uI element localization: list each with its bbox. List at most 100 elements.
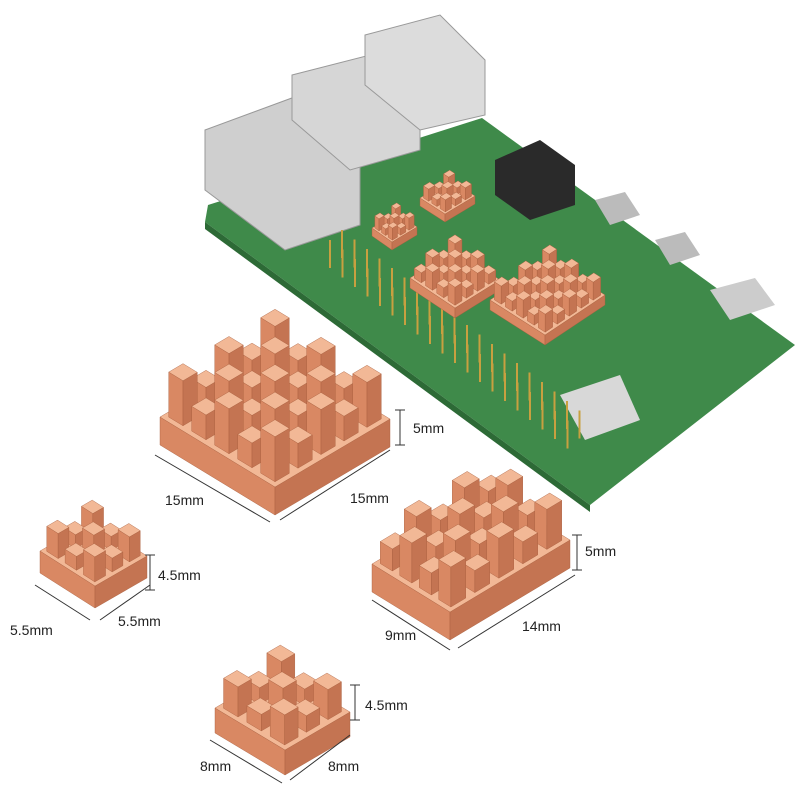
board-heatsink-2-fin-top [539, 289, 554, 300]
board-heatsink-3-fin-top [374, 212, 385, 220]
heatsink-15x15-fin-left [260, 427, 276, 483]
heatsink-9x14-fin-top [447, 497, 476, 515]
board-heatsink-2-fin-top [540, 274, 555, 285]
heatsink-9x14 [371, 468, 571, 641]
heatsink-15x15-fin-top [260, 336, 290, 355]
heatsink-15x15-fin-top [214, 363, 244, 382]
board-heatsink-2-fin-top [518, 260, 533, 271]
heatsink-9x14-fin-left [438, 559, 452, 608]
gpio-header [329, 230, 581, 449]
board-heatsink-1-fin-top [425, 263, 440, 273]
board-heatsink-2-fin-top [563, 273, 578, 284]
audio-jack [495, 140, 575, 220]
heatsink-5.5x5.5 [39, 499, 148, 609]
heatsink-15x15-fin-top [214, 391, 244, 409]
heatsink-9x14-fin-top [462, 553, 491, 571]
board-heatsink-2-fin-top [538, 304, 553, 315]
heatsink-15x15-fin-top [214, 336, 244, 354]
heatsink-15x15-fin-right [366, 373, 382, 428]
board-heatsink-2-fin-top [586, 272, 601, 283]
board-heatsink-4-fin-top [443, 169, 456, 178]
rect-width-label: 14mm [522, 618, 561, 634]
dimension-line [289, 734, 351, 781]
heatsink-5.5x5.5-fin-top [83, 543, 106, 558]
board-heatsink-3 [371, 202, 418, 251]
heatsink-9x14-fin-top [399, 526, 428, 544]
board-heatsink-2 [489, 244, 606, 346]
board-heatsink-2-fin-top [562, 288, 577, 299]
board-heatsink-3-fin-top [404, 211, 415, 219]
large-depth-label: 15mm [165, 492, 204, 508]
usb-c-port [710, 278, 775, 320]
board-heatsink-1-fin-top [470, 264, 485, 274]
rect-depth-label: 9mm [385, 627, 417, 643]
board-heatsink-4 [419, 169, 476, 223]
heatsink-5.5x5.5-fin-top [82, 521, 105, 536]
board-heatsink-3-fin-top [389, 212, 400, 219]
heatsink-9x14-fin-top [534, 492, 563, 510]
board-heatsink-4-fin-top [439, 192, 452, 201]
board-heatsink-2-fin-top [542, 244, 557, 255]
tiny-depth-label: 5.5mm [10, 622, 53, 638]
heatsink-15x15-fin-top [260, 391, 290, 410]
heatsink-9x14-fin-top [486, 521, 515, 539]
small-depth-label: 8mm [200, 758, 232, 774]
heatsink-9x14-fin-top [495, 468, 524, 486]
dimension-line [99, 584, 151, 621]
heatsink-15x15-fin-left [214, 399, 230, 455]
board-heatsink-1 [409, 234, 501, 319]
board-heatsink-2-fin-top [541, 259, 556, 270]
board-heatsink-1-fin-top [447, 278, 463, 288]
heatsink-15x15-fin-top [306, 337, 336, 355]
board-heatsink-2-fin-top [494, 276, 509, 287]
heatsink-15x15-fin-top [260, 309, 290, 327]
heatsink-15x15-fin-top [168, 363, 198, 381]
board-heatsink-1-fin-top [470, 249, 485, 259]
board-heatsink-1-fin-top [447, 234, 463, 244]
dimension-lines [34, 409, 582, 784]
small-width-label: 8mm [328, 758, 360, 774]
heatsink-5.5x5.5-fin-top [117, 523, 141, 538]
heatsink-15x15-fin-top [260, 364, 290, 382]
board-heatsink-4-fin-top [449, 191, 462, 200]
heatsink-9x14-fin-top [403, 499, 432, 517]
board-heatsink-4-fin-top [459, 180, 472, 189]
board-heatsink-1-fin-top [447, 263, 463, 273]
hdmi-port-2 [655, 232, 700, 265]
heatsink-5.5x5.5-fin-top [81, 499, 104, 514]
hdmi-port-1 [595, 192, 640, 225]
board-heatsink-3-fin-top [391, 202, 402, 210]
tiny-height-label: 4.5mm [158, 567, 201, 583]
heatsink-9x14-fin-top [451, 471, 480, 489]
heatsink-8x8-fin-top [266, 644, 296, 662]
heatsink-15x15-fin-right [274, 427, 290, 483]
tiny-width-label: 5.5mm [118, 613, 161, 629]
heatsink-9x14-fin-left [399, 535, 413, 584]
dimension-line [371, 599, 451, 651]
board-heatsink-2-fin-top [516, 290, 531, 301]
heatsink-9x14-fin-top [510, 525, 539, 543]
heatsink-5.5x5.5-fin-top [46, 519, 70, 534]
small-height-label: 4.5mm [365, 697, 408, 713]
pcb-edge [205, 222, 590, 512]
heatsink-8x8-fin-top [313, 672, 342, 690]
heatsink-8x8-fin-top [268, 671, 297, 689]
heatsink-15x15-fin-left [168, 371, 184, 427]
heatsink-8x8-fin-top [223, 670, 252, 688]
large-height-label: 5mm [413, 420, 445, 436]
heatsink-15x15-fin-top [306, 364, 336, 383]
dimension-line [457, 574, 576, 649]
heatsink-15x15-fin-top [352, 365, 382, 383]
heatsink-15x15 [159, 309, 391, 516]
dimension-line [279, 449, 391, 521]
board-heatsink-1-fin-top [447, 249, 463, 259]
dimension-line [154, 454, 271, 523]
board-heatsink-3-fin-top [387, 221, 398, 229]
heatsink-9x14-fin-top [490, 495, 519, 513]
heatsink-15x15-fin-right [320, 400, 336, 455]
board-heatsink-2-fin-top [564, 258, 579, 269]
heatsink-9x14-fin-top [438, 550, 467, 568]
heatsink-8x8-fin-top [269, 698, 299, 716]
